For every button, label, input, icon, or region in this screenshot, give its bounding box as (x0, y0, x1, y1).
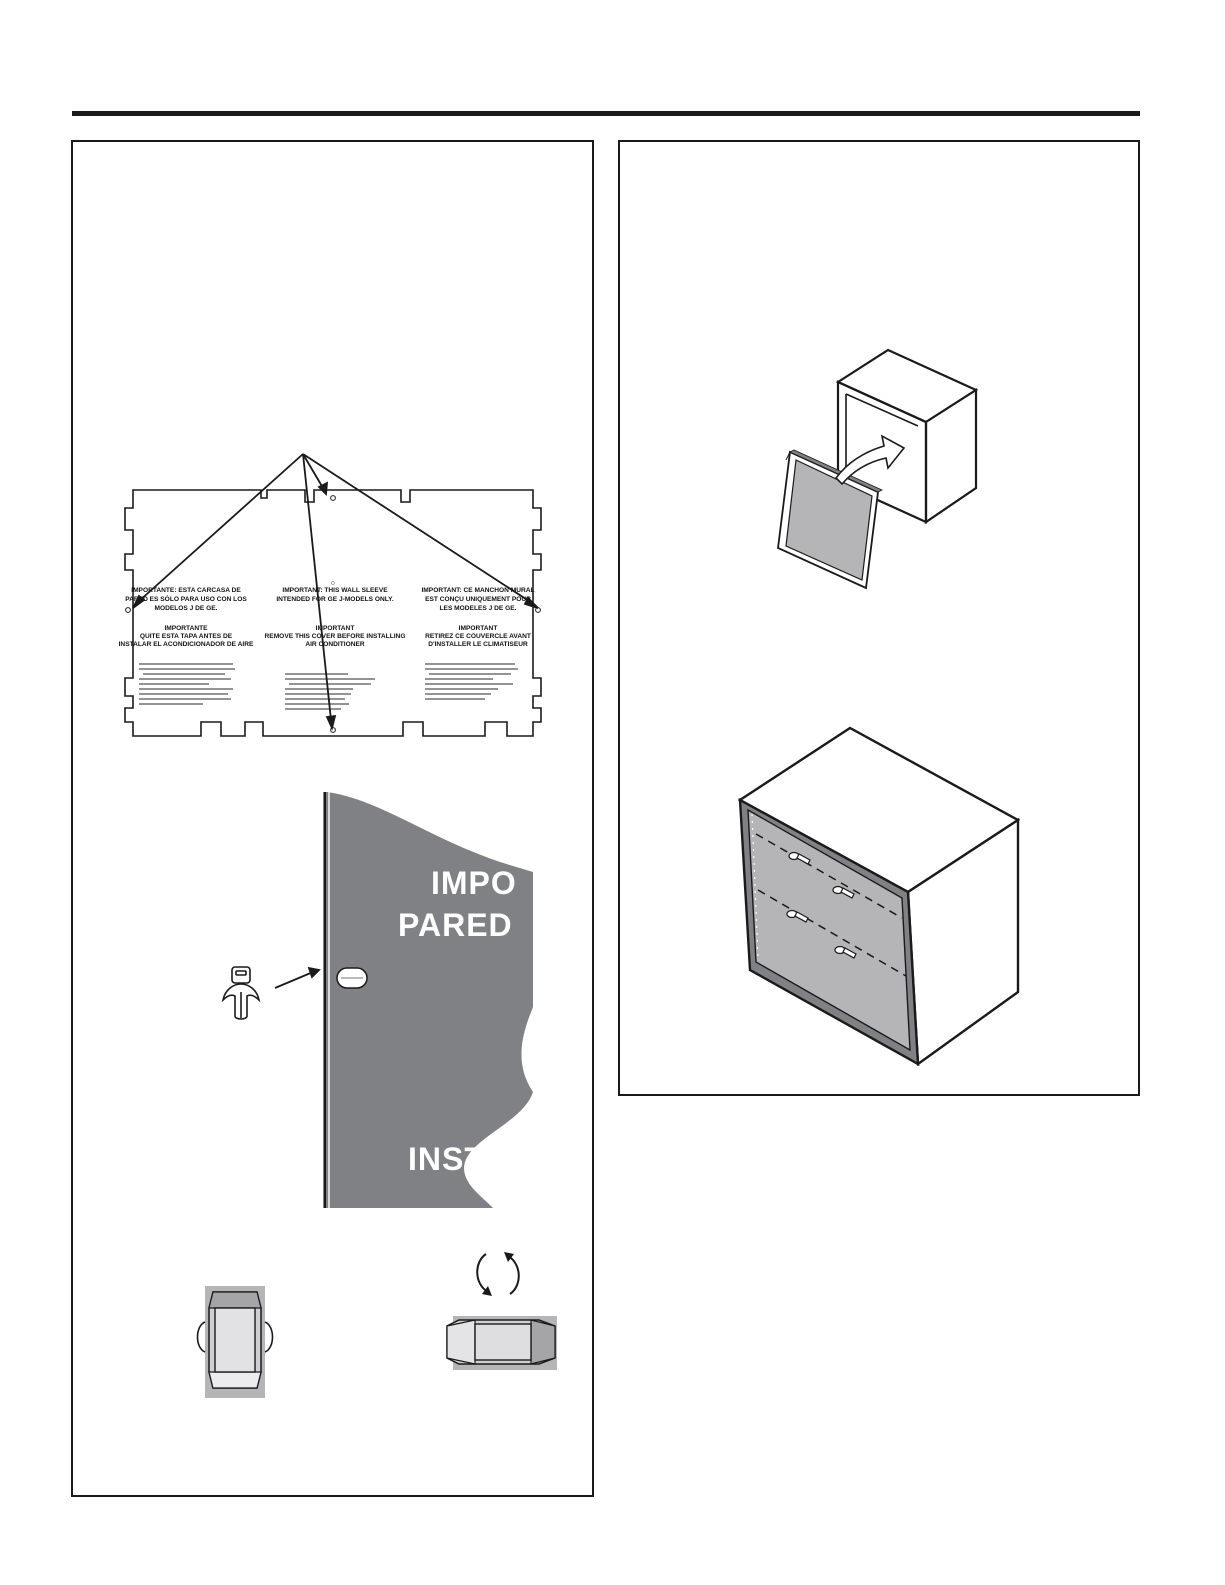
fr-line-1: IMPORTANT: CE MANCHON MURAL (421, 587, 534, 594)
es-heading-3: INSTALAR EL ACONDICIONADOR DE AIRE (119, 641, 254, 648)
en-heading-1: IMPORTANT (316, 625, 355, 632)
installed-cover-diagram (737, 726, 1021, 1067)
left-instruction-panel: IMPORTANTE: ESTA CARCASA DE PARED ES SÓL… (71, 140, 594, 1497)
cover-insertion-diagram (777, 348, 979, 590)
fr-heading-2: RETIREZ CE COUVERCLE AVANT (425, 633, 531, 640)
fastener-orientation-horizontal (446, 1316, 557, 1370)
fr-line-2: EST CONÇU UNIQUEMENT POUR (425, 596, 531, 603)
en-line-1: IMPORTANT: THIS WALL SLEEVE (282, 587, 388, 594)
es-line-2: PARED ES SÓLO PARA USO CON LOS (125, 594, 247, 603)
closeup-text-3: INST (408, 1141, 485, 1177)
sleeve-opening (836, 380, 928, 524)
insertion-arrow (834, 434, 906, 486)
es-line-3: MODELOS J DE GE. (154, 605, 217, 612)
en-line-2: INTENDED FOR GE J-MODELS ONLY. (276, 596, 394, 603)
closeup-text-1: IMPO (431, 865, 517, 901)
es-fine-print (139, 663, 235, 705)
fr-heading-3: D'INSTALLER LE CLIMATISEUR (428, 641, 528, 648)
en-heading-2: REMOVE THIS COVER BEFORE INSTALLING (265, 633, 406, 640)
es-line-1: IMPORTANTE: ESTA CARCASA DE (131, 587, 241, 594)
header-rule (72, 111, 1140, 116)
fr-heading-1: IMPORTANT (459, 625, 498, 632)
hole-left (125, 607, 131, 613)
cover-sheet-diagram: IMPORTANTE: ESTA CARCASA DE PARED ES SÓL… (119, 453, 542, 737)
closeup-text-2: PARED (398, 907, 513, 943)
push-pin-fastener-icon (221, 966, 261, 1020)
installed-cover (747, 808, 911, 1052)
pointer-arrows (132, 453, 539, 731)
fr-line-3: LES MODELES J DE GE. (440, 605, 517, 612)
es-heading-2: QUITE ESTA TAPA ANTES DE (140, 633, 233, 640)
hole-center (331, 581, 335, 585)
en-heading-3: AIR CONDITIONER (305, 641, 365, 648)
rotate-icon (476, 1252, 520, 1296)
cover-closeup: IMPO PARED INST (221, 792, 533, 1208)
hole-top (330, 495, 336, 501)
fr-fine-print (425, 663, 518, 700)
gray-cover-sheet (323, 792, 533, 1208)
screw-icon (786, 851, 857, 959)
en-fine-print (285, 673, 375, 710)
right-instruction-panel (618, 140, 1140, 1096)
insert-arrow (274, 966, 321, 989)
es-heading-1: IMPORTANTE (164, 625, 208, 632)
fastener-orientation-vertical (196, 1286, 274, 1398)
